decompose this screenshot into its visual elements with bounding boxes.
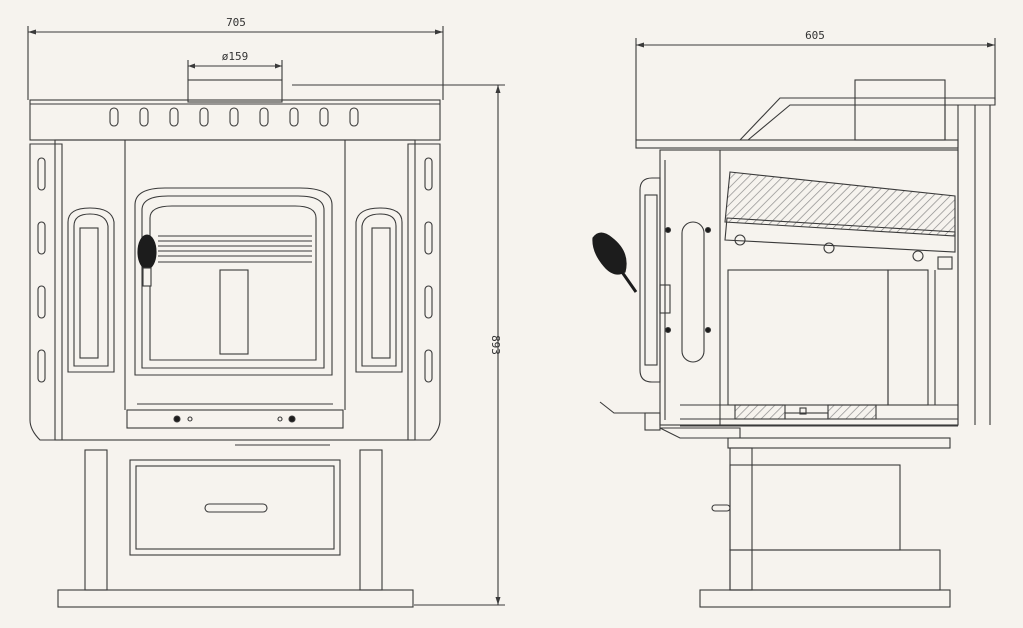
fire-door (134, 187, 333, 376)
side-top-plate (635, 139, 959, 149)
burn-pot-grate (158, 235, 312, 263)
left-side-panel (29, 143, 63, 441)
flue-diameter-label: ø159 (222, 50, 249, 63)
hatched-floor (734, 404, 877, 420)
door-profile (639, 177, 661, 383)
side-ash-drawer (729, 464, 901, 551)
combustion-chamber (727, 269, 889, 406)
side-drawer-handle (711, 504, 731, 512)
stove-body (54, 139, 416, 441)
flue-dimension: ø159 (187, 50, 283, 80)
height-label: 893 (489, 335, 502, 355)
front-view: 705 ø159 893 (27, 16, 505, 608)
door-glass (149, 205, 317, 361)
drawer-handle (204, 503, 268, 513)
side-vent-slots (37, 157, 433, 383)
height-dimension: 893 (292, 84, 505, 606)
top-plate (29, 99, 441, 141)
left-side-window (67, 207, 115, 373)
right-side-window (355, 207, 403, 373)
ash-drawer (129, 459, 341, 556)
front-width-dimension: 705 (27, 16, 444, 100)
side-base (699, 589, 951, 608)
front-left-leg (84, 449, 108, 591)
front-width-label: 705 (226, 16, 246, 29)
firebrick-baffle (724, 171, 956, 253)
door-handle-icon (137, 234, 157, 287)
side-door-handle-icon (592, 232, 638, 293)
right-side-panel (407, 143, 441, 441)
front-right-leg (359, 449, 383, 591)
side-depth-label: 605 (805, 29, 825, 42)
flue-collar (187, 79, 283, 103)
burn-pot (219, 269, 249, 355)
side-depth-dimension: 605 (635, 29, 996, 140)
side-window-slot (681, 221, 705, 363)
pedestal-top (727, 437, 951, 449)
front-base (57, 589, 414, 608)
top-vent-slots (109, 107, 359, 127)
side-view: 605 (592, 29, 996, 608)
ash-shelf (126, 409, 344, 429)
flue-outlet (854, 79, 946, 141)
